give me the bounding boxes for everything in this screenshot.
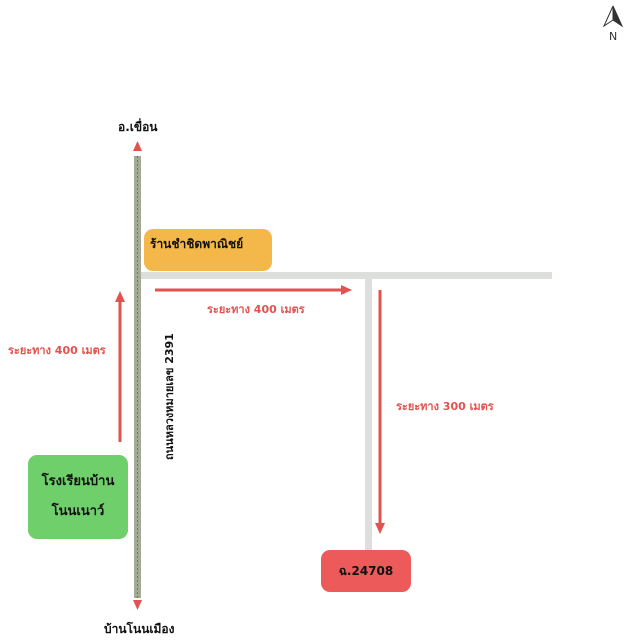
arrow-head-up-icon bbox=[115, 291, 125, 302]
school-label-line1: โรงเรียนบ้าน bbox=[41, 474, 115, 489]
side-road-horizontal bbox=[141, 272, 552, 279]
school-label-line2: โนนเนาว์ bbox=[51, 504, 105, 519]
side-road-vertical bbox=[365, 272, 372, 550]
shop-label: ร้านชำชิดพาณิชย์ bbox=[150, 236, 244, 251]
target-label: ฉ.24708 bbox=[338, 563, 394, 578]
road-name-label: ถนนหลวงหมายเลข 2391 bbox=[163, 333, 176, 460]
arrow-up-icon bbox=[133, 141, 142, 151]
distance-right-label: ระยะทาง 300 เมตร bbox=[396, 400, 494, 413]
arrow-head-down-icon bbox=[375, 523, 385, 534]
place-bottom-label: บ้านโนนเมือง bbox=[104, 622, 175, 636]
school-marker: โรงเรียนบ้าน โนนเนาว์ bbox=[28, 455, 128, 539]
north-arrow-icon bbox=[602, 5, 624, 28]
place-top-label: อ.เขื่อน bbox=[118, 120, 158, 134]
arrow-head-right-icon bbox=[341, 285, 352, 295]
arrow-down-icon bbox=[133, 600, 142, 610]
target-marker: ฉ.24708 bbox=[321, 550, 411, 592]
distance-left-label: ระยะทาง 400 เมตร bbox=[8, 344, 106, 357]
shop-marker: ร้านชำชิดพาณิชย์ bbox=[144, 229, 272, 271]
distance-horizontal-label: ระยะทาง 400 เมตร bbox=[207, 303, 305, 316]
north-label: N bbox=[609, 30, 618, 43]
